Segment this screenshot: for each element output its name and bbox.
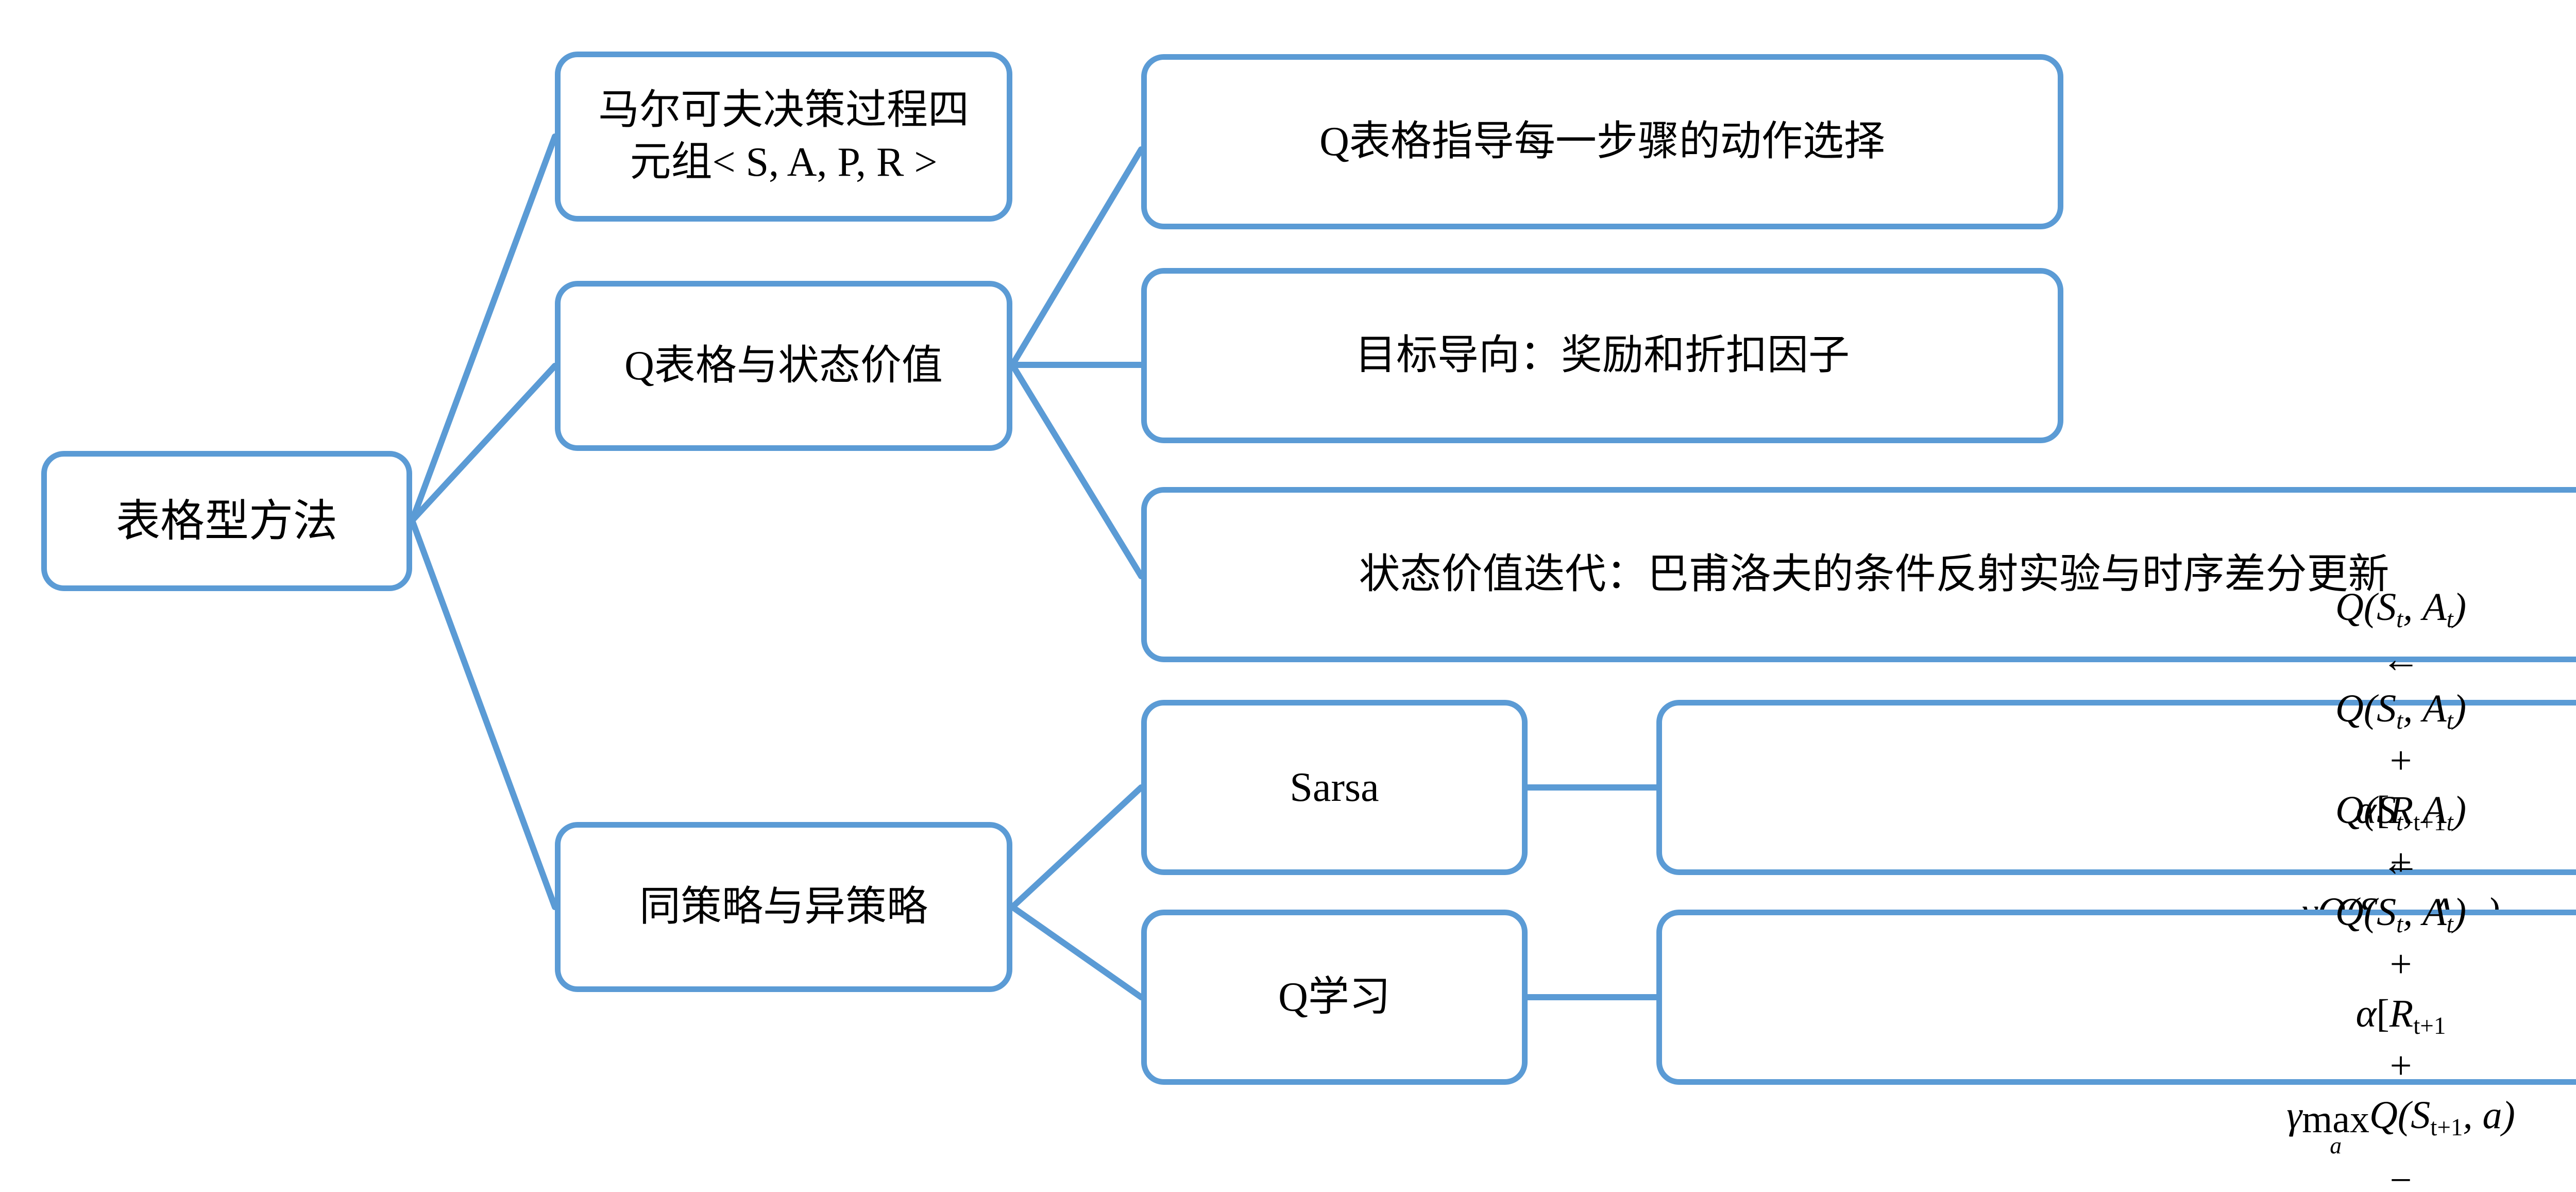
connector-root-to-mdp <box>409 133 558 524</box>
node-root[interactable]: 表格型方法 <box>41 451 412 591</box>
node-qtable[interactable]: Q表格与状态价值 <box>555 281 1012 451</box>
connector-qtable-to-value-iteration <box>1009 362 1144 579</box>
node-sarsa[interactable]: Sarsa <box>1141 700 1528 875</box>
node-policy[interactable]: 同策略与异策略 <box>555 822 1012 992</box>
node-policy-label: 同策略与异策略 <box>639 884 928 930</box>
node-action-selection[interactable]: Q表格指导每一步骤的动作选择 <box>1141 54 2063 229</box>
node-qtable-label: Q表格与状态价值 <box>624 343 943 389</box>
connector-root-to-qtable <box>409 363 558 524</box>
node-sarsa-label: Sarsa <box>1290 764 1379 810</box>
node-root-label: 表格型方法 <box>116 496 337 546</box>
connector-policy-to-qlearning <box>1009 904 1144 1000</box>
node-goal-oriented[interactable]: 目标导向：奖励和折扣因子 <box>1141 268 2063 443</box>
node-goal-oriented-label: 目标导向：奖励和折扣因子 <box>1355 332 1850 378</box>
node-mdp-label: 马尔可夫决策过程四 元组< S, A, P, R > <box>598 88 969 185</box>
connector-qtable-to-action-selection <box>1009 146 1144 368</box>
connector-root-to-policy <box>409 517 558 910</box>
connector-policy-to-sarsa <box>1009 784 1144 910</box>
node-mdp[interactable]: 马尔可夫决策过程四 元组< S, A, P, R > <box>555 52 1012 222</box>
node-value-iteration-label: 状态价值迭代：巴甫洛夫的条件反射实验与时序差分更新 <box>1359 551 2389 597</box>
node-qlearning[interactable]: Q学习 <box>1141 910 1528 1085</box>
node-qlearning-label: Q学习 <box>1278 974 1391 1020</box>
node-action-selection-label: Q表格指导每一步骤的动作选择 <box>1319 119 1885 164</box>
